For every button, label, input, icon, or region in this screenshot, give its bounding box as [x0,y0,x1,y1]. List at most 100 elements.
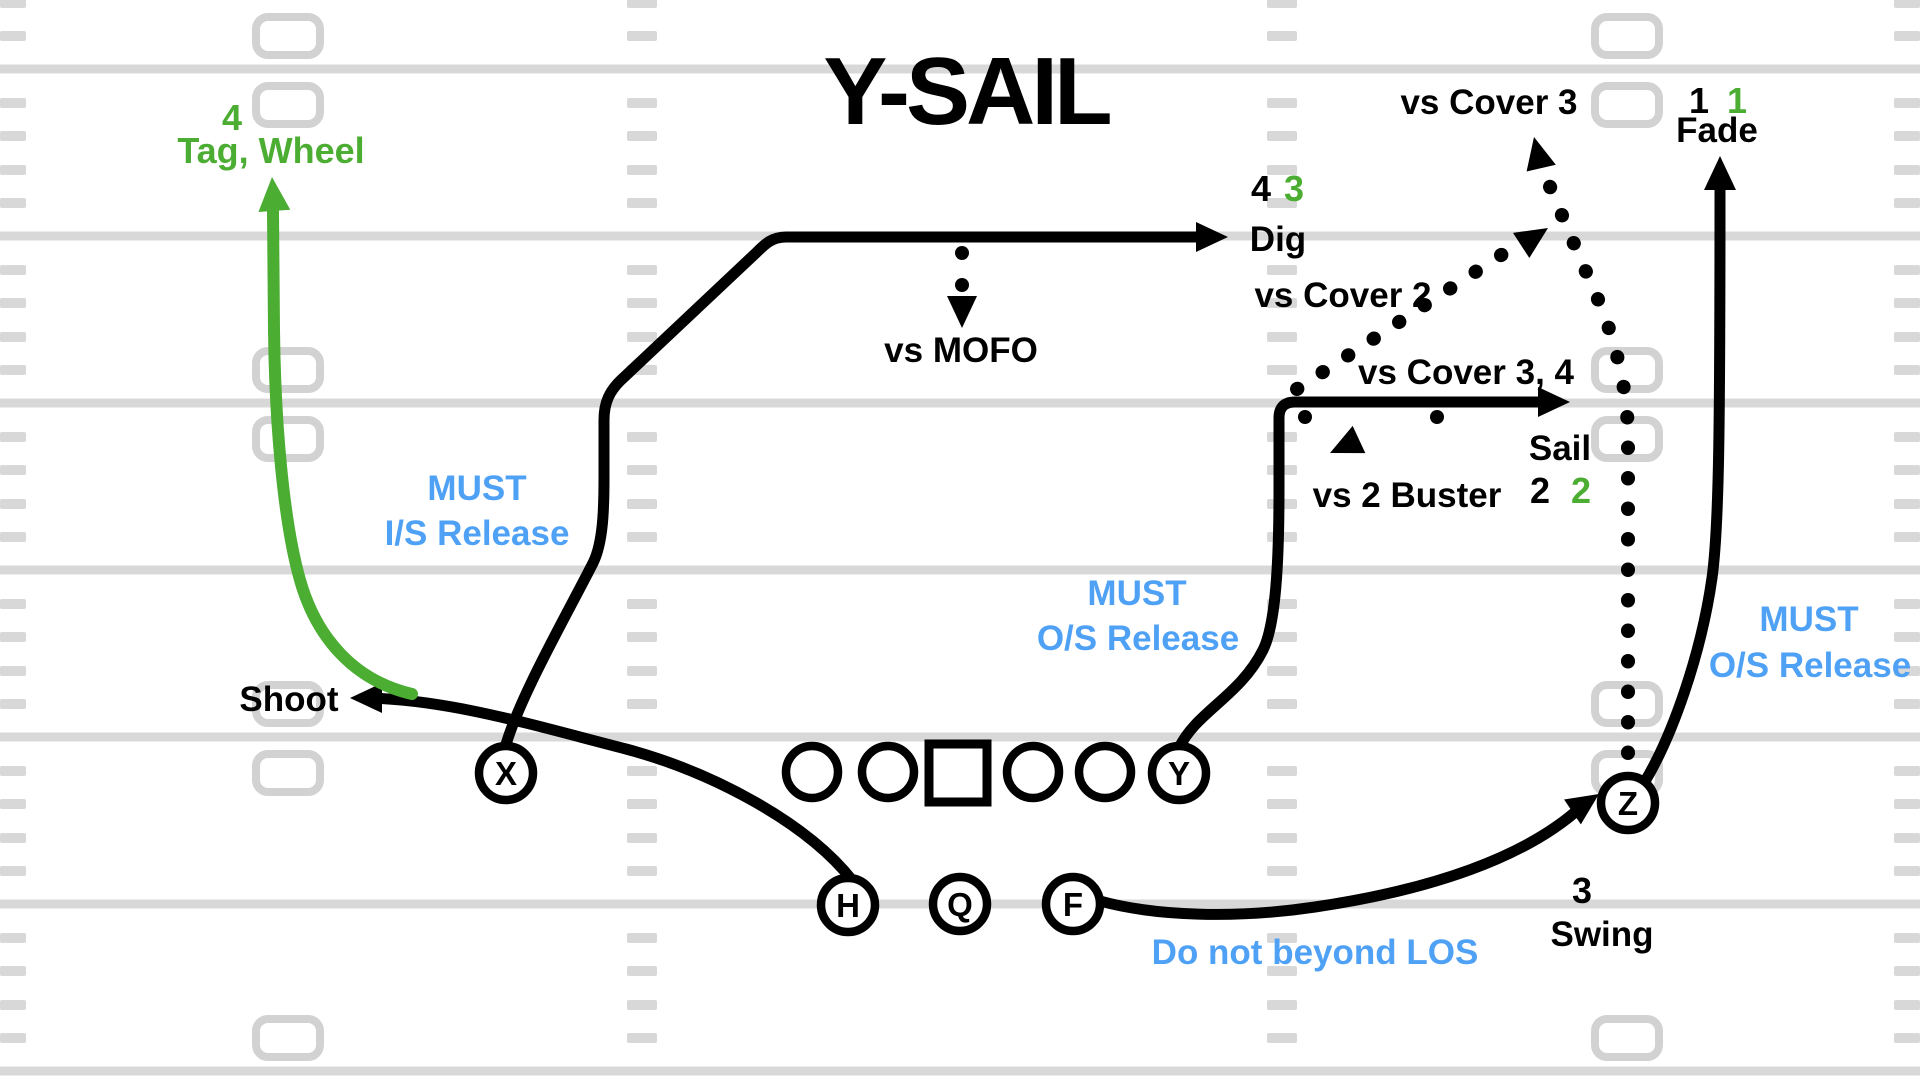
route-h-wheel [267,206,418,700]
hash-mark [627,298,657,308]
hash-mark [1894,1000,1920,1010]
must-os-release-right-line2: O/S Release [1709,646,1911,685]
yard-line [0,732,1920,742]
must-is-release-line1: MUST [427,469,526,508]
hash-mark [1267,0,1297,8]
player-circle [857,741,919,803]
arrowhead-wheel [258,177,291,213]
hash-mark [0,165,26,175]
hash-mark [1894,933,1920,943]
yard-line [0,565,1920,575]
hash-mark [1267,31,1297,41]
field-number-box [1591,13,1663,59]
hash-mark [0,666,26,676]
hash-mark [627,31,657,41]
vs-cover-3-4-label: vs Cover 3, 4 [1358,353,1574,392]
field-number-box [252,347,324,393]
yard-line [0,398,1920,408]
must-is-release-line2: I/S Release [385,514,570,553]
hash-mark [1894,465,1920,475]
player-letter-h: H [836,887,860,924]
hash-mark [1267,298,1297,308]
hash-mark [1894,332,1920,342]
route-h-shoot [362,692,858,886]
player-circle [1596,771,1660,835]
fade-number-2: 1 [1727,80,1747,121]
hash-mark [627,1000,657,1010]
dot-vs-mofo-2 [955,278,969,292]
hash-mark [1267,365,1297,375]
hash-mark [1267,332,1297,342]
field-number-box [252,681,324,727]
arrowhead-sail [1538,387,1570,417]
dig-label: Dig [1250,220,1306,259]
field-number-box [1591,1015,1663,1061]
hash-mark [0,833,26,843]
yard-line [0,1066,1920,1076]
center-square [924,739,992,807]
hash-mark [0,298,26,308]
player-circle [1041,872,1105,936]
player-circle [781,741,843,803]
hash-mark [1894,599,1920,609]
yard-line [0,64,1920,74]
hash-mark [0,632,26,642]
dig-number-1: 4 [1251,168,1271,209]
hash-mark [0,699,26,709]
title: Y-SAIL [823,38,1110,145]
lineman-left-tackle [781,741,843,803]
shoot-label: Shoot [239,680,338,719]
hash-mark [627,866,657,876]
fade-number-1: 1 [1689,80,1709,121]
hash-mark [1894,1033,1920,1043]
hash-mark [627,131,657,141]
hash-mark [1267,632,1297,642]
hash-mark [0,799,26,809]
must-os-release-right-line1: MUST [1759,600,1858,639]
hash-mark [0,465,26,475]
hash-mark [1894,632,1920,642]
hash-mark [627,432,657,442]
hash-mark [0,0,26,8]
player-letter-f: F [1063,886,1083,923]
hash-mark [627,766,657,776]
lineman-right-tackle [1074,741,1136,803]
arrowhead-z-vs-cover-3 [1526,137,1556,172]
arrowhead-fade [1704,156,1736,190]
hash-mark [627,198,657,208]
vs-mofo-label: vs MOFO [884,331,1038,370]
hash-mark [627,0,657,8]
hash-mark [1894,766,1920,776]
hash-mark [1267,1000,1297,1010]
hash-mark [0,332,26,342]
player-letter-x: X [495,755,517,792]
hash-mark [1267,666,1297,676]
vs-cover-2-label: vs Cover 2 [1254,276,1431,315]
hash-mark [627,833,657,843]
arrowhead-vs-2-buster [1330,425,1366,454]
hash-mark [1894,666,1920,676]
hash-mark [1894,265,1920,275]
hash-mark [1267,866,1297,876]
hash-mark [1894,165,1920,175]
route-z-fade [1638,184,1726,789]
wheel-label: Tag, Wheel [177,130,364,171]
hash-mark [1894,432,1920,442]
dig-number-2: 3 [1284,168,1304,209]
player-z: Z [1596,771,1660,835]
swing-number: 3 [1572,870,1592,911]
lineman-left-guard [857,741,919,803]
hash-mark [0,432,26,442]
hash-mark [1267,966,1297,976]
dot-vs-mofo-1 [955,246,969,260]
hash-mark [1894,31,1920,41]
hash-mark [627,632,657,642]
hash-mark [0,933,26,943]
field-number-box [1591,82,1663,128]
hash-mark [1894,866,1920,876]
sail-label: Sail [1529,429,1591,468]
player-x: X [474,741,538,805]
hash-mark [627,265,657,275]
